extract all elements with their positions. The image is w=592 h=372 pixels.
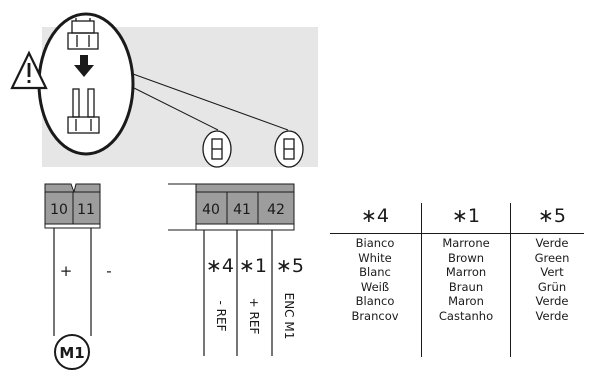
terminal-42-label: 42: [267, 202, 285, 218]
terminal-40-label: 40: [202, 202, 220, 218]
jumper-position-2: [274, 130, 304, 168]
table-column-5: Verde Green Vert Grün Verde Verde: [512, 236, 592, 323]
jumper-open-icon: [67, 88, 100, 134]
signal-enc-m1: ENC M1: [282, 293, 296, 340]
signal-plus-ref: + REF: [247, 298, 261, 335]
wire-marker-1: ∗1: [239, 255, 267, 277]
motor-symbol: M1: [54, 334, 90, 370]
terminal-10-label: 10: [50, 202, 68, 218]
motor-plus-label: +: [60, 262, 73, 280]
table-cell: Vert: [540, 265, 564, 279]
table-cell: Blanco: [355, 294, 395, 308]
table-header-4: ∗4: [360, 205, 389, 227]
encoder-terminal-block: 40 41 42: [168, 183, 295, 231]
table-cell: Braun: [448, 279, 484, 294]
table-cell: Weiß: [360, 279, 390, 294]
warning-triangle-icon: [10, 50, 48, 90]
table-cell: Verde: [535, 294, 569, 308]
table-cell: Verde: [535, 308, 569, 323]
table-cell: Brancov: [351, 308, 399, 323]
table-column-1: Marrone Brown Marron Braun Maron Castanh…: [423, 236, 509, 323]
table-column-4: Bianco White Blanc Weiß Blanco Brancov: [330, 236, 420, 323]
table-cell: Marrone: [442, 236, 490, 250]
arrow-down-icon: [74, 55, 94, 77]
table-cell: Green: [534, 250, 570, 265]
table-cell: Marron: [445, 265, 487, 279]
terminal-11-label: 11: [77, 202, 95, 218]
table-cell: Grün: [537, 279, 567, 294]
table-cell: Castanho: [438, 308, 494, 323]
table-cell: White: [358, 250, 392, 265]
jumper-position-1: [202, 130, 232, 168]
motor-wires: [53, 228, 92, 336]
table-header-5: ∗5: [537, 205, 566, 227]
terminal-41-label: 41: [233, 202, 251, 218]
callout-line: [121, 69, 289, 131]
motor-terminal-block: 10 11: [44, 183, 101, 229]
table-cell: Blanc: [359, 265, 391, 279]
table-cell: Verde: [535, 236, 569, 250]
motor-label: M1: [59, 344, 84, 362]
encoder-wires: [203, 230, 273, 356]
wire-marker-5: ∗5: [276, 255, 304, 277]
motor-minus-label: -: [106, 262, 111, 280]
table-column-divider: [421, 203, 422, 357]
table-header-1: ∗1: [451, 205, 480, 227]
table-column-divider: [510, 203, 511, 357]
callout-line: [127, 84, 219, 131]
wire-marker-4: ∗4: [206, 255, 234, 277]
signal-minus-ref: - REF: [214, 301, 228, 332]
jumper-closed-icon: [67, 18, 99, 50]
table-cell: Bianco: [355, 236, 395, 250]
table-cell: Maron: [448, 294, 484, 308]
table-header-rule: [330, 233, 584, 234]
table-cell: Brown: [447, 250, 485, 265]
